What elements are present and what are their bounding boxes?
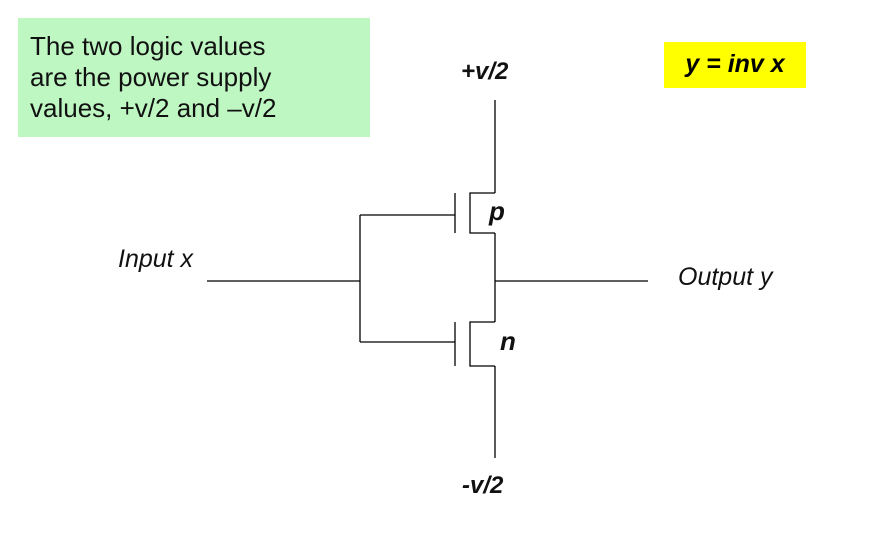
p-transistor-channel: [469, 192, 495, 234]
n-transistor-label: n: [500, 326, 516, 356]
note-line-3: values, +v/2 and –v/2: [30, 93, 277, 123]
note-line-1: The two logic values: [30, 31, 266, 61]
equation-text: y = inv x: [685, 50, 785, 78]
note-box: The two logic values are the power suppl…: [18, 18, 370, 137]
equation-box: y = inv x: [664, 42, 806, 88]
input-label: Input x: [118, 245, 194, 273]
note-line-2: are the power supply: [30, 62, 272, 92]
circuit-wires: [207, 100, 648, 458]
output-label: Output y: [678, 263, 773, 291]
bottom-supply-label: -v/2: [462, 472, 504, 499]
p-transistor-label: p: [489, 196, 505, 226]
top-supply-label: +v/2: [461, 58, 509, 85]
n-transistor-channel: [469, 321, 495, 367]
